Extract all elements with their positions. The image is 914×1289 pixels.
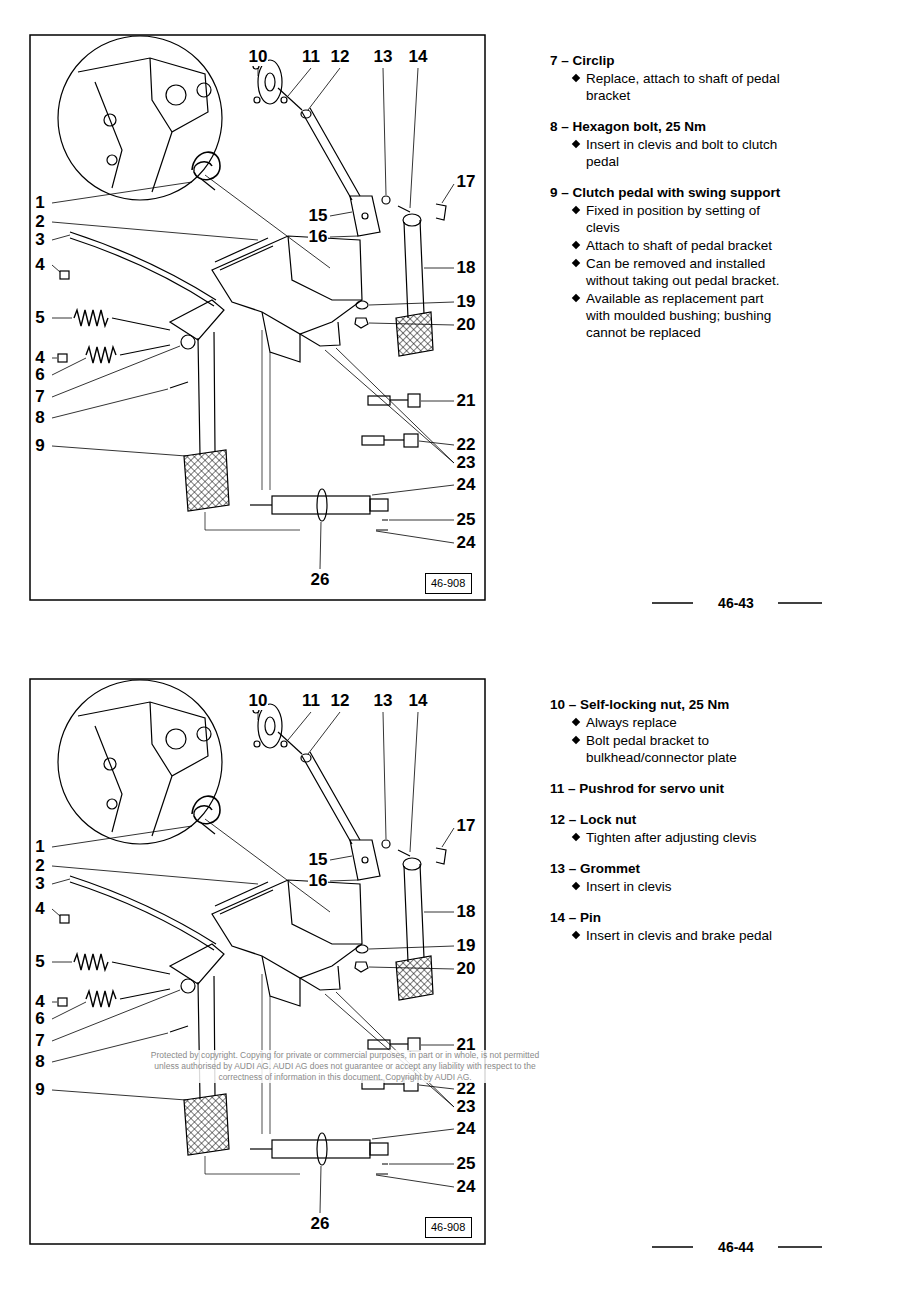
callout-number: 11 xyxy=(301,692,321,710)
callout-number: 17 xyxy=(456,173,477,191)
figure-id-box: 46-908 xyxy=(425,573,472,594)
callout-number: 4 xyxy=(34,993,45,1011)
watermark: Protected by copyright. Copying for priv… xyxy=(145,1050,545,1083)
bullet-diamond xyxy=(572,74,580,82)
figure-id: 46-908 xyxy=(431,1221,465,1233)
part-note: Insert in clevis and bolt to clutch peda… xyxy=(586,136,786,170)
figure-id: 46-908 xyxy=(431,577,465,589)
part-heading: 10 – Self-locking nut, 25 Nm xyxy=(550,696,800,713)
callout-number: 1 xyxy=(34,838,45,856)
callout-number: 7 xyxy=(34,1032,45,1050)
callout-number: 10 xyxy=(248,48,269,66)
callout-number: 1 xyxy=(34,194,45,212)
callout-number: 24 xyxy=(456,534,477,552)
callout-number: 25 xyxy=(456,1155,477,1173)
callout-number: 7 xyxy=(34,388,45,406)
callout-number: 17 xyxy=(456,817,477,835)
page-number: 46-43 xyxy=(718,595,754,611)
bullet-diamond xyxy=(572,718,580,726)
callout-number: 24 xyxy=(456,476,477,494)
part-note: Always replace xyxy=(586,714,786,731)
bullet-diamond xyxy=(572,241,580,249)
callout-number: 13 xyxy=(373,692,394,710)
callout-number: 9 xyxy=(34,437,45,455)
callout-number: 5 xyxy=(34,953,45,971)
callout-number: 12 xyxy=(330,692,351,710)
bullet-diamond xyxy=(572,294,580,302)
callout-number: 19 xyxy=(456,937,477,955)
page-number: 46-44 xyxy=(718,1239,754,1255)
part-note: Bolt pedal bracket to bulkhead/connector… xyxy=(586,732,786,766)
part-note: Can be removed and installed without tak… xyxy=(586,255,786,289)
part-heading: 11 – Pushrod for servo unit xyxy=(550,780,800,797)
callout-number: 20 xyxy=(456,960,477,978)
callout-number: 3 xyxy=(34,875,45,893)
figure-id-box: 46-908 xyxy=(425,1217,472,1238)
callout-number: 19 xyxy=(456,293,477,311)
callout-number: 14 xyxy=(408,692,429,710)
callout-number: 6 xyxy=(34,1010,45,1028)
callout-number: 22 xyxy=(456,436,477,454)
callout-number: 5 xyxy=(34,309,45,327)
callout-number: 20 xyxy=(456,316,477,334)
callout-number: 4 xyxy=(34,349,45,367)
callout-number: 11 xyxy=(301,48,321,66)
exploded-view xyxy=(30,35,822,603)
callout-number: 24 xyxy=(456,1178,477,1196)
callout-number: 15 xyxy=(308,207,329,225)
bullet-diamond xyxy=(572,206,580,214)
callout-number: 23 xyxy=(456,1098,477,1116)
bullet-diamond xyxy=(572,833,580,841)
part-heading: 12 – Lock nut xyxy=(550,811,800,828)
callout-number: 16 xyxy=(308,872,329,890)
callout-number: 6 xyxy=(34,366,45,384)
part-heading: 13 – Grommet xyxy=(550,860,800,877)
callout-number: 18 xyxy=(456,259,477,277)
part-note: Tighten after adjusting clevis xyxy=(586,829,786,846)
callout-number: 26 xyxy=(310,571,331,589)
callout-number: 15 xyxy=(308,851,329,869)
callout-number: 23 xyxy=(456,454,477,472)
part-note: Attach to shaft of pedal bracket xyxy=(586,237,786,254)
bullet-diamond xyxy=(572,259,580,267)
bullet-diamond xyxy=(572,140,580,148)
bullet-diamond xyxy=(572,736,580,744)
part-note: Insert in clevis xyxy=(586,878,786,895)
callout-number: 2 xyxy=(34,857,45,875)
callout-number: 14 xyxy=(408,48,429,66)
bullet-diamond xyxy=(572,882,580,890)
callout-number: 3 xyxy=(34,231,45,249)
callout-number: 4 xyxy=(34,256,45,274)
part-note: Fixed in position by setting of clevis xyxy=(586,202,786,236)
part-heading: 9 – Clutch pedal with swing support xyxy=(550,184,800,201)
callout-number: 10 xyxy=(248,692,269,710)
part-note: Replace, attach to shaft of pedal bracke… xyxy=(586,70,786,104)
part-heading: 7 – Circlip xyxy=(550,52,800,69)
part-note: Available as replacement part with mould… xyxy=(586,290,786,341)
callout-number: 8 xyxy=(34,409,45,427)
exploded-view xyxy=(30,679,822,1247)
callout-number: 4 xyxy=(34,900,45,918)
callout-number: 12 xyxy=(330,48,351,66)
callout-number: 2 xyxy=(34,213,45,231)
callout-number: 26 xyxy=(310,1215,331,1233)
callout-number: 13 xyxy=(373,48,394,66)
part-heading: 8 – Hexagon bolt, 25 Nm xyxy=(550,118,800,135)
part-note: Insert in clevis and brake pedal xyxy=(586,927,786,944)
callout-number: 16 xyxy=(308,228,329,246)
callout-number: 21 xyxy=(456,392,477,410)
callout-number: 25 xyxy=(456,511,477,529)
bullet-diamond xyxy=(572,931,580,939)
callout-number: 24 xyxy=(456,1120,477,1138)
part-heading: 14 – Pin xyxy=(550,909,800,926)
callout-number: 9 xyxy=(34,1081,45,1099)
callout-number: 18 xyxy=(456,903,477,921)
callout-number: 8 xyxy=(34,1053,45,1071)
